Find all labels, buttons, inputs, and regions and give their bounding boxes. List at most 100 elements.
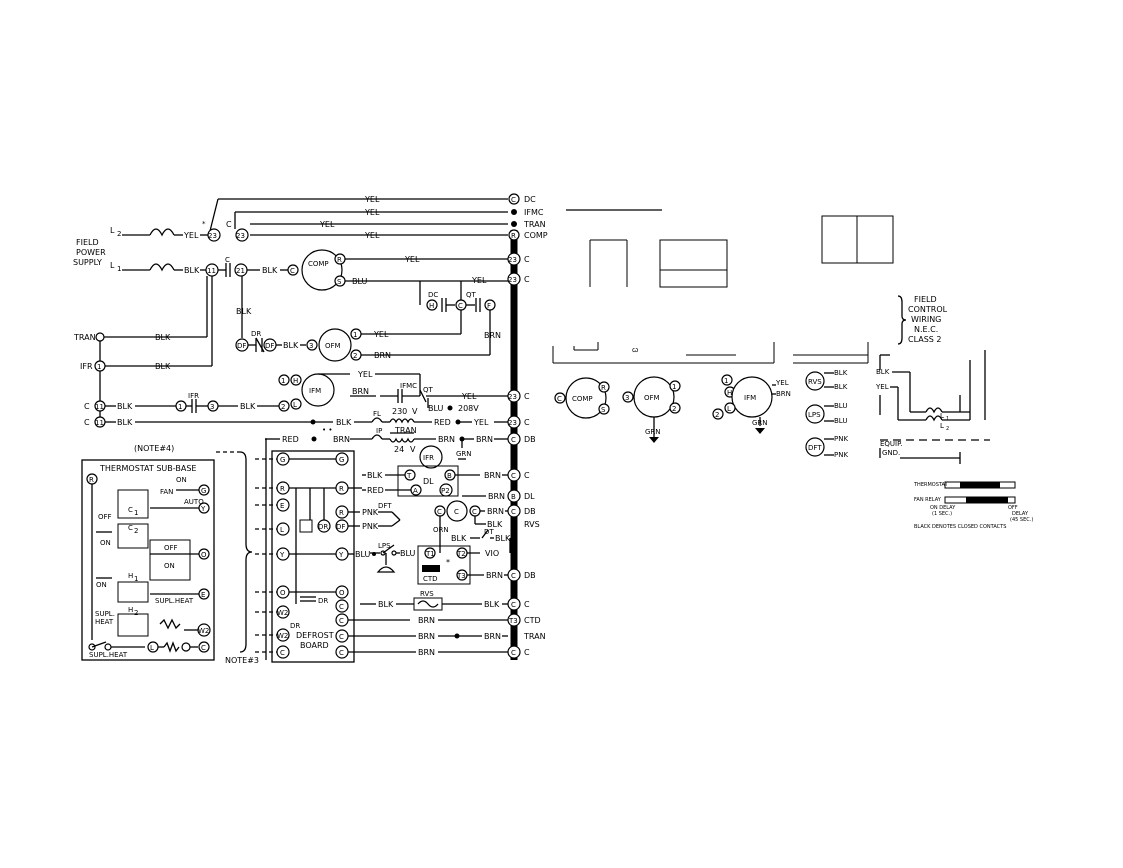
svg-text:OFF: OFF (1008, 505, 1018, 511)
svg-text:YEL: YEL (183, 231, 199, 240)
svg-text:BLK: BLK (155, 362, 171, 371)
svg-text:OFF: OFF (164, 544, 178, 552)
row-ctd-bottom: BRN T3 CTD (347, 613, 541, 627)
svg-text:1: 1 (134, 509, 138, 517)
svg-text:C: C (128, 506, 133, 514)
svg-text:H: H (128, 606, 133, 614)
svg-text:1: 1 (724, 377, 728, 385)
svg-text:BLK: BLK (484, 600, 500, 609)
svg-text:FAN: FAN (160, 488, 173, 496)
svg-text:230: 230 (392, 407, 407, 416)
svg-text:FL: FL (373, 410, 381, 418)
thermostat-title: THERMOSTAT SUB-BASE (99, 464, 196, 473)
svg-text:C: C (128, 524, 133, 532)
svg-text:Y: Y (338, 551, 344, 559)
svg-text:POWER: POWER (76, 248, 106, 257)
svg-text:O: O (339, 589, 345, 597)
svg-text:C: C (511, 601, 516, 609)
svg-text:N.E.C.: N.E.C. (914, 325, 938, 334)
svg-text:DR: DR (318, 523, 328, 531)
svg-text:DT: DT (484, 528, 494, 536)
svg-text:IFR: IFR (423, 454, 434, 462)
defrost-board: G G R R E R DF DR L Y Y O O DR DR W2 W2 … (265, 438, 401, 663)
row-ifmc: YEL IFMC (234, 208, 544, 229)
note-3: NOTE#3 (225, 656, 259, 665)
wire-label-yel: YEL (364, 195, 380, 204)
svg-text:11: 11 (95, 419, 104, 427)
svg-text:Y: Y (279, 551, 285, 559)
svg-text:EQUIP.: EQUIP. (880, 440, 902, 448)
svg-text:• •: • • (322, 426, 332, 434)
svg-text:BRN: BRN (438, 435, 455, 444)
svg-text:T3: T3 (456, 572, 466, 580)
svg-text:BLK: BLK (834, 383, 848, 391)
dl-rvs-area: BRN B DL C C C BRN C DB BLK RVS ORN BLK … (433, 489, 540, 558)
svg-text:RVS: RVS (524, 520, 540, 529)
svg-text:AUTO: AUTO (184, 498, 204, 506)
dc-qt-branch: H DC C QT F YEL BRN (419, 276, 501, 355)
svg-text:THERMOSTAT: THERMOSTAT (913, 482, 949, 488)
svg-text:DFT: DFT (378, 502, 392, 510)
svg-text:YEL: YEL (319, 220, 335, 229)
svg-text:LPS: LPS (378, 542, 391, 550)
svg-text:L: L (293, 401, 297, 409)
svg-text:YEL: YEL (875, 383, 889, 391)
right-label-tran: TRAN (523, 220, 546, 229)
svg-text:W2: W2 (277, 609, 288, 617)
row-tran-left: TRAN BLK (73, 332, 207, 342)
svg-text:BRN: BRN (418, 648, 435, 657)
svg-text:FAN RELAY: FAN RELAY (914, 497, 942, 503)
row-transformer: C 11 BLK BLK • • FL 230 V RED YEL 23 C (84, 407, 530, 434)
svg-text:2: 2 (353, 352, 357, 360)
svg-text:IFR: IFR (188, 392, 199, 400)
svg-text:ꞷ: ꞷ (632, 346, 638, 354)
row-db-top: RED BRN IP 24 V TRAN BRN GRN BRN C DB (265, 426, 536, 460)
field-control-wiring: FIELD CONTROL WIRING N.E.C. CLASS 2 (897, 295, 948, 345)
svg-text:BLK: BLK (117, 418, 133, 427)
svg-text:H: H (293, 377, 298, 385)
defrost-board-title-1: DEFROST (296, 631, 334, 640)
svg-text:PNK: PNK (362, 508, 379, 517)
svg-text:C: C (524, 275, 530, 284)
svg-text:RVS: RVS (420, 590, 434, 598)
svg-text:BRN: BRN (487, 507, 504, 516)
svg-text:*: * (446, 558, 450, 567)
svg-text:11: 11 (95, 403, 104, 411)
svg-text:DL: DL (423, 477, 434, 486)
svg-text:C: C (511, 472, 516, 480)
svg-text:YEL: YEL (404, 255, 420, 264)
svg-text:QT: QT (423, 386, 434, 394)
svg-text:BLK: BLK (236, 307, 252, 316)
svg-text:GRN: GRN (752, 419, 768, 427)
svg-text:C: C (339, 617, 344, 625)
svg-text:1: 1 (134, 575, 138, 583)
svg-text:DB: DB (524, 571, 536, 580)
note-4: (NOTE#4) (134, 444, 174, 453)
svg-text:DR: DR (318, 597, 328, 605)
svg-text:2: 2 (134, 527, 138, 535)
svg-text:W2: W2 (277, 632, 288, 640)
svg-text:BRN: BRN (418, 616, 435, 625)
svg-text:QT: QT (466, 291, 477, 299)
svg-text:VIO: VIO (485, 549, 499, 558)
svg-text:C: C (472, 508, 477, 516)
compressor-motor: COMP R S YEL 23 C BLU 23 C (301, 249, 530, 291)
field-power-supply-label: FIELD POWER SUPPLY (73, 238, 106, 267)
svg-text:COMP: COMP (572, 395, 593, 403)
svg-text:BLK: BLK (834, 369, 848, 377)
svg-text:208V: 208V (458, 404, 479, 413)
svg-text:L: L (110, 226, 115, 235)
svg-text:C: C (511, 649, 516, 657)
svg-text:DR: DR (290, 622, 300, 630)
svg-text:L: L (150, 644, 154, 652)
row-c-bottom: BRN C C (347, 645, 530, 659)
svg-text:C: C (524, 392, 530, 401)
svg-text:BLK: BLK (487, 520, 503, 529)
svg-text:C: C (339, 633, 344, 641)
svg-text:E: E (201, 591, 205, 599)
svg-text:L: L (940, 412, 944, 420)
svg-text:2: 2 (117, 230, 121, 238)
svg-text:*: * (202, 220, 206, 228)
svg-text:C: C (524, 648, 530, 657)
